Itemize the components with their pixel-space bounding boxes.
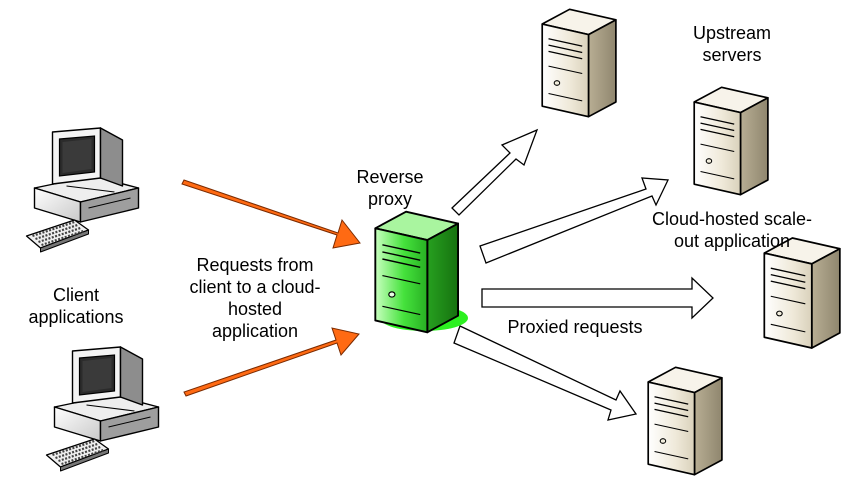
client-applications-label: Client applications <box>28 285 124 327</box>
request-arrow <box>183 327 360 397</box>
proxied-arrow <box>481 276 714 320</box>
requests-label: Requests from client to a cloud- hosted … <box>189 255 321 341</box>
reverse-proxy-label: Reverse proxy <box>356 167 424 209</box>
cloud-hosted-label: Cloud-hosted scale- out application <box>651 209 813 251</box>
proxied-arrow <box>453 325 638 421</box>
upstream-servers-label: Upstream servers <box>692 23 772 65</box>
proxied-requests-label: Proxied requests <box>507 317 643 337</box>
reverse-proxy-server-icon <box>374 210 460 334</box>
upstream-server-icon <box>647 366 723 476</box>
proxied-arrow <box>479 177 669 264</box>
upstream-server-icon <box>693 86 769 196</box>
request-arrow <box>181 179 361 249</box>
proxied-arrow <box>451 128 539 216</box>
upstream-server-icon <box>541 8 617 118</box>
upstream-server-icon <box>763 237 841 349</box>
client-computer-icon <box>25 126 140 254</box>
client-computer-icon <box>45 345 160 473</box>
